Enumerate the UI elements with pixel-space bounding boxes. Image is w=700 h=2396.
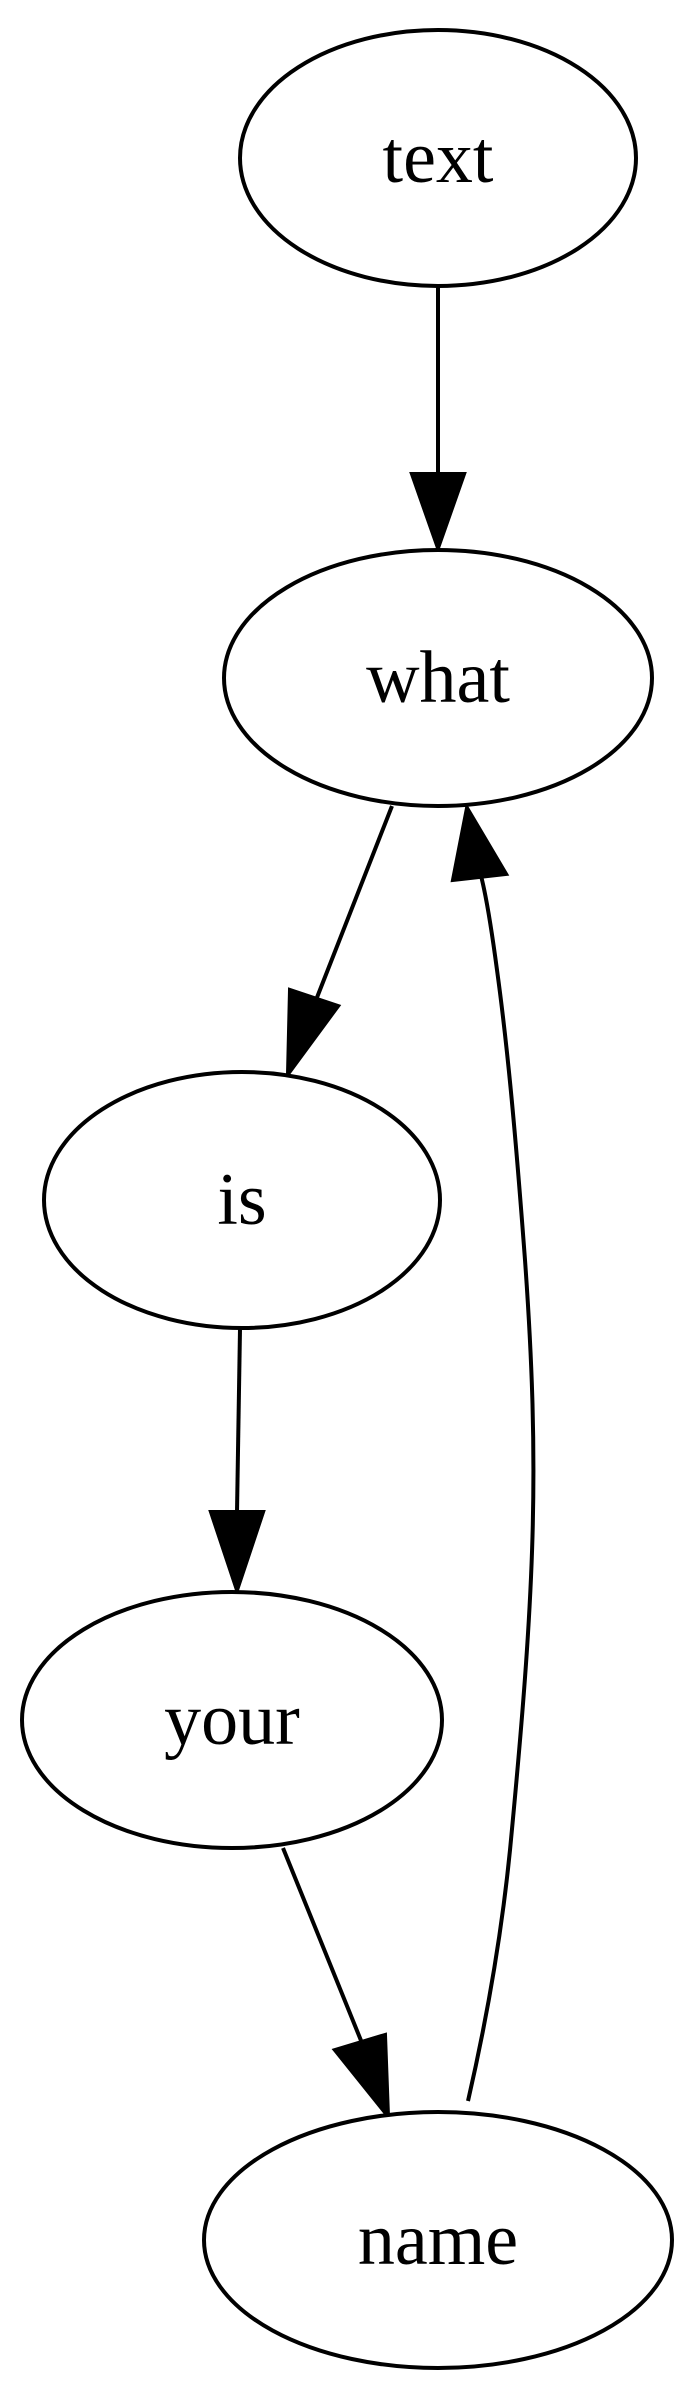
node-what-label: what xyxy=(366,637,510,719)
node-name: name xyxy=(202,2110,674,2370)
node-text: text xyxy=(238,28,638,288)
edges xyxy=(208,286,536,2122)
node-your-label: your xyxy=(164,1679,300,1761)
node-is: is xyxy=(42,1070,442,1330)
edge-is-your xyxy=(208,1328,266,1597)
edge-your-name xyxy=(281,1847,391,2122)
node-is-label: is xyxy=(217,1159,266,1241)
nodes: text what is your name xyxy=(20,28,674,2370)
node-what: what xyxy=(222,548,654,808)
edge-text-what xyxy=(409,286,467,555)
node-text-label: text xyxy=(383,117,494,199)
node-your: your xyxy=(20,1590,444,1850)
edge-name-what xyxy=(450,802,536,2102)
node-name-label: name xyxy=(358,2199,518,2281)
edge-what-is xyxy=(285,805,394,1081)
